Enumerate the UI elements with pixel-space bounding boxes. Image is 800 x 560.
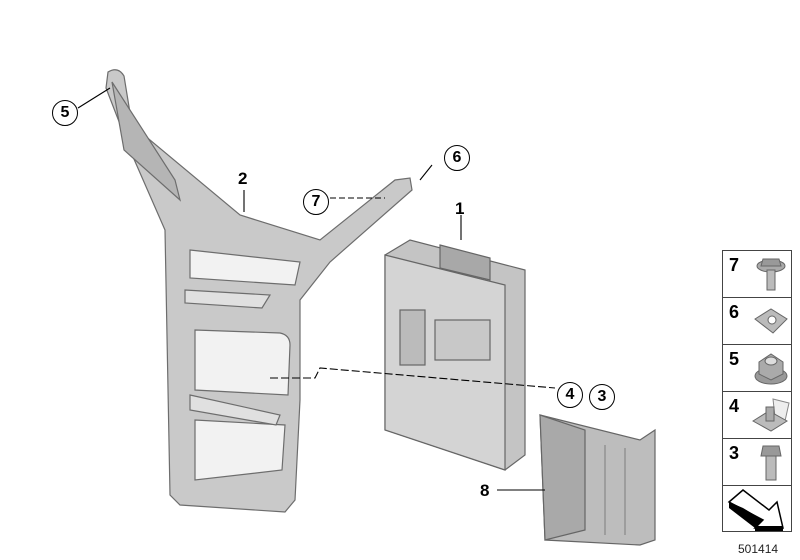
legend-item-4: 4 [722,391,792,438]
control-module-part-1 [384,239,526,471]
callout-8: 8 [480,481,490,500]
bolt-with-washer-icon [756,258,786,291]
diagram-number: 501414 [738,542,779,556]
leader-lines [77,87,556,491]
speed-nut-icon [752,398,790,432]
flange-nut-icon [754,353,788,385]
callout-2: 2 [238,169,248,188]
callout-5: 5 [52,100,78,126]
legend-item-arrow [722,485,792,532]
legend-item-3: 3 [722,438,792,485]
bracket-part-2 [105,69,413,513]
callout-6: 6 [444,145,470,171]
callout-3: 3 [589,384,615,410]
legend-item-5: 5 [722,344,792,391]
clip-nut-icon [754,308,788,334]
hex-bolt-icon [760,445,782,481]
callout-1: 1 [455,199,465,218]
direction-arrow-icon [727,489,784,531]
callout-7: 7 [303,189,329,215]
cover-part-8 [539,414,656,546]
legend-item-6: 6 [722,297,792,344]
callout-4: 4 [557,382,583,408]
legend-item-7: 7 [722,250,792,297]
fastener-legend: 7 6 5 4 3 [722,250,792,532]
